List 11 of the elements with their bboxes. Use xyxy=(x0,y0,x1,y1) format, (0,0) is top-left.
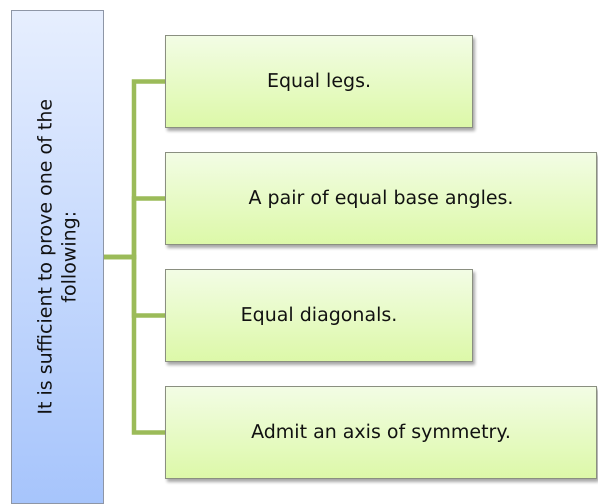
item-box xyxy=(165,152,597,245)
item-box xyxy=(165,269,473,362)
item-text: Equal diagonals. xyxy=(240,304,398,328)
heading-text: It is sufficient to prove one of the following: xyxy=(34,98,80,417)
item-text: Equal legs. xyxy=(266,70,372,94)
heading-box xyxy=(11,10,104,504)
connector-line xyxy=(104,254,165,435)
item-box xyxy=(165,386,597,479)
item-box xyxy=(165,35,473,128)
item-text: A pair of equal base angles. xyxy=(248,186,514,210)
item-text: Admit an axis of symmetry. xyxy=(251,420,511,444)
